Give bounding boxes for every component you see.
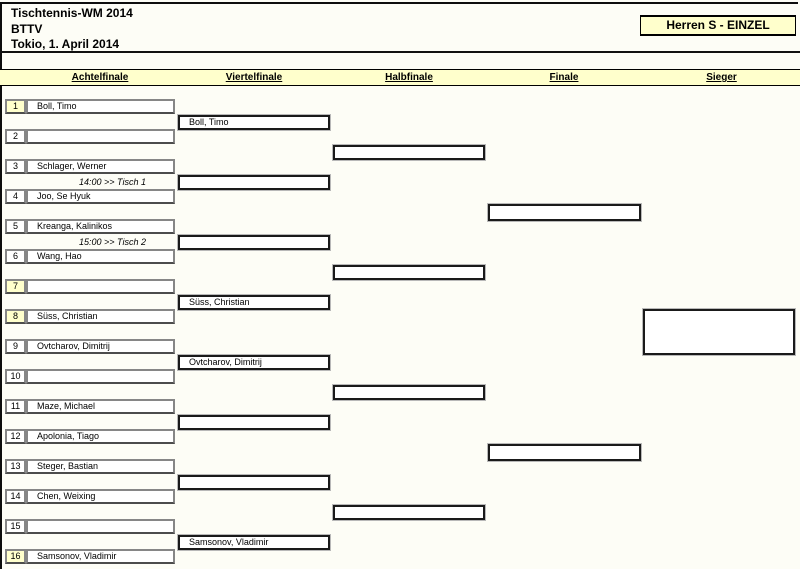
column-header-sieger: Sieger <box>706 72 737 83</box>
qf-slot-5: Ovtcharov, Dimitrij <box>177 354 331 371</box>
seed-box-1: 1 <box>5 99 26 114</box>
r16-slot-16: Samsonov, Vladimir <box>26 549 175 564</box>
r16-slot-2 <box>26 129 175 144</box>
seed-box-8: 8 <box>5 309 26 324</box>
match-schedule-note: 14:00 >> Tisch 1 <box>79 177 146 187</box>
organization-name: BTTV <box>11 22 43 36</box>
seed-box-14: 14 <box>5 489 26 504</box>
r16-slot-3: Schlager, Werner <box>26 159 175 174</box>
winner-box <box>642 308 796 356</box>
column-header-viertelfinale: Viertelfinale <box>225 72 283 83</box>
column-header-halbfinale: Halbfinale <box>385 72 433 83</box>
sf-slot-1 <box>332 144 486 161</box>
event-label-box: Herren S - EINZEL <box>640 15 796 36</box>
seed-box-11: 11 <box>5 399 26 414</box>
qf-slot-3 <box>177 234 331 251</box>
qf-slot-2 <box>177 174 331 191</box>
r16-slot-8: Süss, Christian <box>26 309 175 324</box>
final-slot-2 <box>487 443 642 462</box>
r16-slot-9: Ovtcharov, Dimitrij <box>26 339 175 354</box>
r16-slot-10 <box>26 369 175 384</box>
sheet-top-border <box>0 2 798 4</box>
location-date: Tokio, 1. April 2014 <box>11 37 120 51</box>
final-slot-1 <box>487 203 642 222</box>
qf-slot-4: Süss, Christian <box>177 294 331 311</box>
seed-box-15: 15 <box>5 519 26 534</box>
qf-slot-8: Samsonov, Vladimir <box>177 534 331 551</box>
round-header-band: Achtelfinale Viertelfinale Halbfinale Fi… <box>0 69 800 86</box>
sf-slot-4 <box>332 504 486 521</box>
r16-slot-12: Apolonia, Tiago <box>26 429 175 444</box>
seed-box-9: 9 <box>5 339 26 354</box>
r16-slot-13: Steger, Bastian <box>26 459 175 474</box>
r16-slot-11: Maze, Michael <box>26 399 175 414</box>
seed-box-10: 10 <box>5 369 26 384</box>
seed-box-6: 6 <box>5 249 26 264</box>
seed-box-3: 3 <box>5 159 26 174</box>
sf-slot-2 <box>332 264 486 281</box>
r16-slot-5: Kreanga, Kalinikos <box>26 219 175 234</box>
qf-slot-7 <box>177 474 331 491</box>
r16-slot-4: Joo, Se Hyuk <box>26 189 175 204</box>
title-divider <box>0 51 800 53</box>
r16-slot-7 <box>26 279 175 294</box>
qf-slot-6 <box>177 414 331 431</box>
seed-box-4: 4 <box>5 189 26 204</box>
sheet-left-border <box>0 2 2 569</box>
seed-box-12: 12 <box>5 429 26 444</box>
seed-box-7: 7 <box>5 279 26 294</box>
seed-box-16: 16 <box>5 549 26 564</box>
match-schedule-note: 15:00 >> Tisch 2 <box>79 237 146 247</box>
r16-slot-6: Wang, Hao <box>26 249 175 264</box>
seed-box-5: 5 <box>5 219 26 234</box>
seed-box-2: 2 <box>5 129 26 144</box>
seed-box-13: 13 <box>5 459 26 474</box>
r16-slot-15 <box>26 519 175 534</box>
qf-slot-1: Boll, Timo <box>177 114 331 131</box>
column-header-finale: Finale <box>549 72 579 83</box>
page-title: Tischtennis-WM 2014 <box>11 6 133 20</box>
column-header-achtelfinale: Achtelfinale <box>71 72 129 83</box>
r16-slot-14: Chen, Weixing <box>26 489 175 504</box>
r16-slot-1: Boll, Timo <box>26 99 175 114</box>
sf-slot-3 <box>332 384 486 401</box>
